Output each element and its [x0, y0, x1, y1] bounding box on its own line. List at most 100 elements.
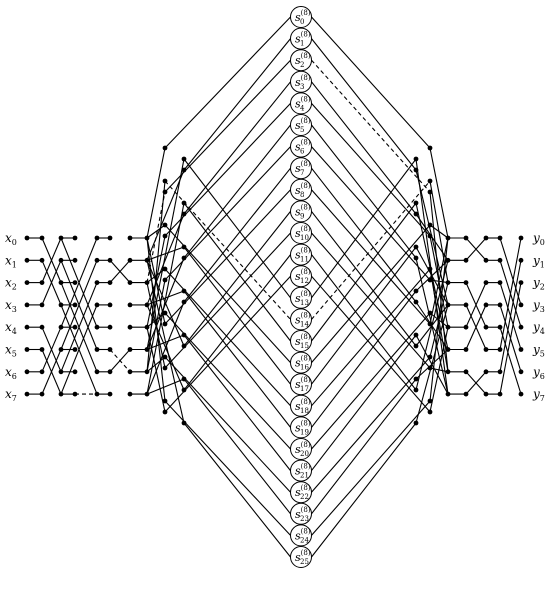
junction-dot-128: [445, 369, 451, 375]
node-s19: s(8)19: [290, 416, 312, 439]
junction-dot-22: [94, 257, 100, 263]
junction-dot-151: [497, 369, 503, 375]
junction-dot-137: [518, 257, 524, 263]
junction-dot-139: [497, 280, 503, 285]
junction-dot-23: [107, 257, 113, 263]
node-s22: s(8)22: [290, 481, 312, 504]
junction-dot-154: [497, 391, 503, 397]
node-circle: [290, 394, 312, 417]
input-label-x2: x2: [5, 276, 17, 292]
junction-dot-53: [144, 280, 150, 285]
node-label: s(8)6: [295, 139, 311, 156]
junction-dot-30: [94, 302, 100, 308]
node-s12: s(8)12: [290, 265, 312, 288]
junction-dot-39: [107, 347, 113, 352]
wire-23: [60, 304, 98, 395]
wire-92: [183, 290, 291, 428]
junction-dot-152: [518, 369, 524, 375]
junction-dot-64: [162, 145, 168, 151]
wire-169: [465, 282, 487, 328]
node-label: s(8)22: [295, 484, 311, 501]
node-label: s(8)5: [295, 117, 311, 134]
input-label-x7: x7: [5, 387, 17, 403]
wire-166: [465, 237, 487, 261]
wire-121: [311, 189, 431, 325]
junction-dot-14: [24, 391, 30, 397]
node-s1: s(8)1: [290, 27, 312, 50]
node-label: s(8)3: [295, 74, 311, 91]
node-circle: [290, 49, 312, 72]
junction-dot-17: [72, 235, 78, 241]
junction-dot-7: [39, 302, 45, 308]
junction-dot-119: [463, 257, 469, 263]
junction-dot-16: [58, 235, 64, 241]
node-label: s(8)11: [295, 247, 311, 264]
junction-dot-80: [162, 222, 168, 228]
junction-dot-5: [39, 280, 45, 285]
output-label-y3: y3: [532, 298, 545, 314]
junction-dot-74: [162, 365, 168, 371]
wire-22: [60, 282, 98, 373]
junction-dot-36: [58, 347, 64, 352]
junction-dot-150: [483, 369, 489, 375]
junction-dot-76: [162, 409, 168, 415]
junction-dot-25: [72, 280, 78, 285]
junction-dot-9: [39, 324, 45, 330]
node-circle: [290, 308, 312, 331]
junction-dot-106: [427, 222, 433, 228]
wire-107: [311, 38, 417, 171]
wire-153: [311, 400, 431, 536]
wire-188: [499, 282, 522, 395]
junction-dot-49: [144, 235, 150, 241]
node-label: s(8)9: [295, 203, 311, 220]
wire-76: [183, 254, 291, 391]
junction-dot-layer: [24, 145, 524, 426]
node-s23: s(8)23: [290, 502, 312, 525]
junction-dot-147: [483, 347, 489, 352]
node-label: s(8)1: [295, 31, 311, 48]
wire-127: [311, 254, 417, 391]
junction-dot-12: [24, 369, 30, 375]
wire-60: [183, 81, 291, 215]
junction-dot-41: [72, 369, 78, 375]
wire-172: [465, 371, 487, 395]
wire-91: [146, 290, 185, 306]
node-s18: s(8)18: [290, 394, 312, 417]
junction-dot-81: [181, 244, 187, 250]
wire-79: [146, 158, 185, 350]
node-label: s(8)20: [295, 441, 311, 458]
node-s14: s(8)14: [290, 308, 312, 331]
junction-dot-129: [463, 369, 469, 375]
junction-dot-69: [181, 255, 187, 261]
node-s6: s(8)6: [290, 135, 312, 158]
junction-dot-79: [181, 200, 187, 206]
junction-dot-72: [162, 321, 168, 327]
junction-dot-58: [127, 347, 133, 352]
junction-dot-89: [181, 420, 187, 426]
wire-21: [60, 260, 98, 350]
junction-dot-32: [58, 324, 64, 330]
junction-dot-116: [445, 235, 451, 241]
junction-dot-31: [107, 302, 113, 308]
junction-dot-121: [463, 280, 469, 285]
junction-dot-153: [483, 391, 489, 397]
node-label: s(8)14: [295, 311, 311, 328]
node-label: s(8)25: [295, 549, 311, 566]
wire-80: [183, 158, 291, 299]
junction-dot-43: [107, 369, 113, 375]
node-circle: [290, 178, 312, 201]
wire-41: [109, 259, 131, 283]
node-s21: s(8)21: [290, 459, 312, 482]
wire-15: [41, 349, 62, 395]
junction-dot-3: [39, 257, 45, 263]
junction-dot-104: [427, 178, 433, 184]
wire-71: [146, 260, 185, 347]
junction-dot-140: [518, 280, 524, 285]
junction-dot-46: [94, 391, 100, 397]
wire-138: [429, 224, 449, 239]
junction-dot-134: [518, 235, 524, 241]
node-circle: [290, 546, 312, 568]
junction-dot-48: [127, 235, 133, 241]
wire-64: [183, 124, 291, 259]
